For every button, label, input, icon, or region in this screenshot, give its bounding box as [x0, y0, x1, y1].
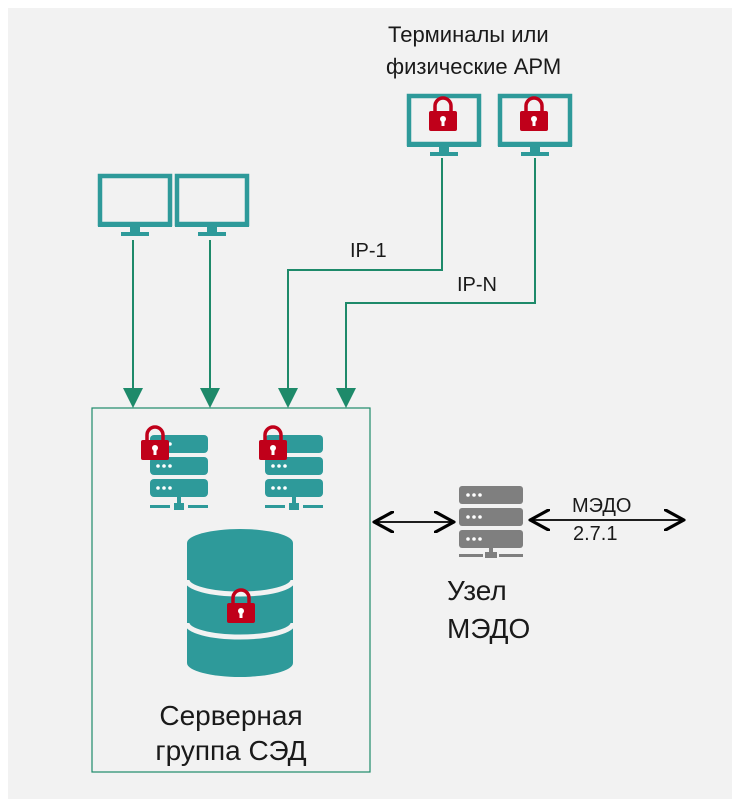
medo-node-label-line1: Узел [447, 575, 507, 606]
connector-ip-1 [278, 158, 443, 408]
ip-n-label: IP-N [457, 274, 497, 296]
medo-node-server-icon [457, 484, 527, 560]
terminals-label-line2: физические АРМ [386, 54, 562, 79]
terminals-label-line1: Терминалы или [388, 22, 549, 47]
protocol-label-line2: 2.7.1 [573, 523, 618, 545]
protocol-label-line1: МЭДО [572, 495, 632, 517]
server-group-label-line1: Серверная [159, 700, 303, 731]
server-group-label-line2: группа СЭД [155, 735, 307, 766]
ip-1-label: IP-1 [350, 240, 387, 262]
connector-ip-n [336, 158, 536, 408]
medo-node-label-line2: МЭДО [447, 613, 531, 644]
